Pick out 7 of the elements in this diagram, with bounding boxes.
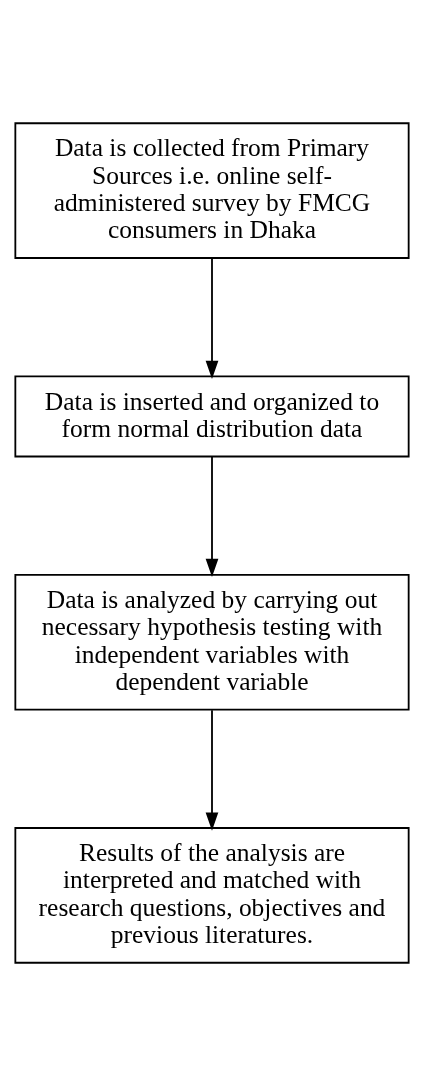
arrow: [205, 709, 219, 831]
arrow: [205, 456, 219, 578]
node-box: Results of the analysis are interpreted and matched with research questions, objectives and previous literatures.: [14, 827, 410, 964]
arrow: [205, 257, 219, 379]
node-box: Data is analyzed by carrying out necessary hypothesis testing with independent variables with dependent variable: [14, 573, 410, 711]
node-box: Data is inserted and organized to form normal distribution data: [14, 375, 410, 458]
node-box: Data is collected from Primary Sources i.e. online self-administered survey by FMCG consumers in Dhaka: [14, 122, 410, 259]
